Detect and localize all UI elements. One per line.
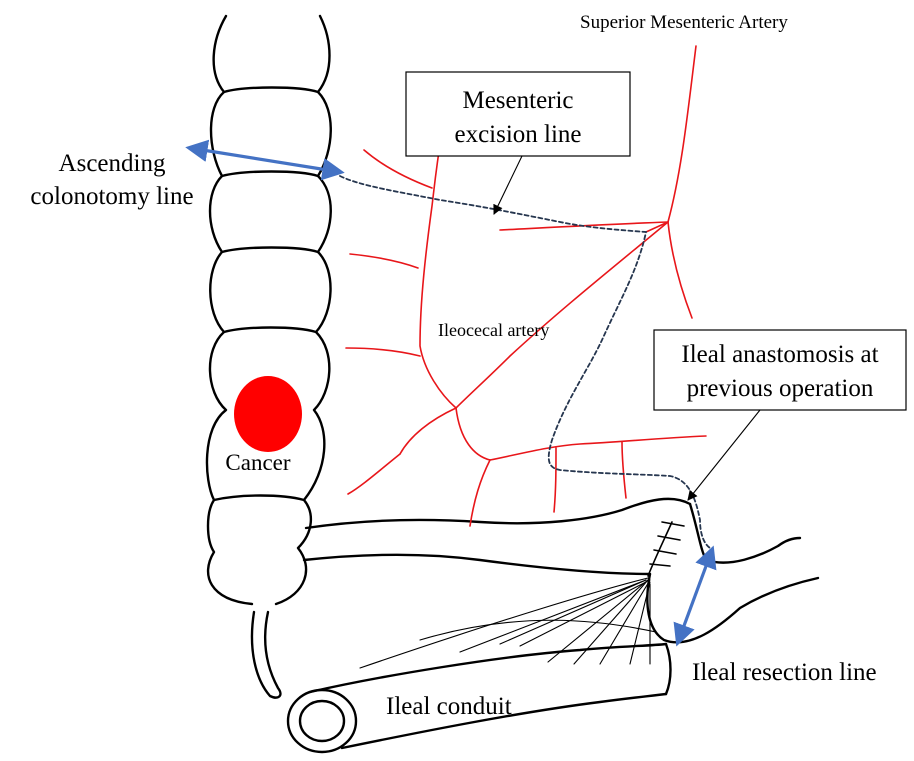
ascending-colonotomy-arrow bbox=[190, 148, 340, 172]
label-ileocecal-artery: Ileocecal artery bbox=[438, 320, 549, 340]
appendix bbox=[252, 612, 280, 698]
ascending-colon bbox=[207, 16, 331, 604]
anastomosis-leader bbox=[688, 410, 760, 500]
label-cancer: Cancer bbox=[225, 450, 290, 475]
cancer-tumor bbox=[234, 376, 302, 452]
conduit-mesentery bbox=[360, 578, 656, 668]
label-ileal-resection-line: Ileal resection line bbox=[692, 659, 877, 686]
label-ascending-colonotomy-1: Ascending bbox=[59, 150, 166, 177]
label-ileal-conduit: Ileal conduit bbox=[386, 693, 512, 720]
excision-leader bbox=[494, 156, 522, 214]
label-ascending-colonotomy-2: colonotomy line bbox=[30, 183, 193, 210]
anastomosis-sutures bbox=[648, 522, 684, 576]
label-mesenteric-excision-2: excision line bbox=[454, 121, 581, 148]
label-superior-mesenteric-artery: Superior Mesenteric Artery bbox=[580, 12, 788, 33]
ileal-resection-arrow bbox=[678, 550, 712, 642]
label-mesenteric-excision-1: Mesenteric bbox=[462, 87, 573, 114]
label-ileal-anastomosis-2: previous operation bbox=[687, 375, 874, 402]
label-ileal-anastomosis-1: Ileal anastomosis at bbox=[681, 341, 878, 368]
